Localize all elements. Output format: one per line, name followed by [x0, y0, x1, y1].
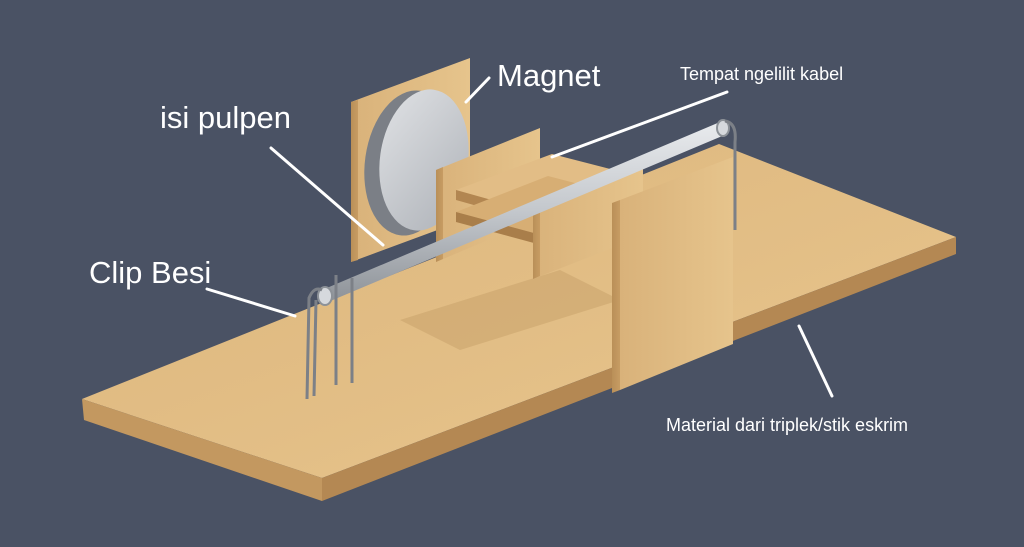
iron-clip-leader — [205, 287, 297, 318]
pen-refill-label: isi pulpen — [160, 100, 291, 135]
holder-front-plate — [533, 163, 643, 279]
material-label: Material dari triplek/stik eskrim — [666, 415, 909, 435]
magnet-leader — [464, 76, 491, 104]
label-leader-lines — [205, 76, 834, 398]
wire-holder-leader — [550, 90, 729, 159]
pen-refill-rod — [317, 119, 730, 306]
iron-clips — [305, 119, 737, 400]
pen-refill-leader — [269, 146, 385, 247]
front-support-plate — [612, 157, 733, 393]
wire-holder-label: Tempat ngelilit kabel — [680, 64, 844, 84]
material-leader — [797, 324, 834, 398]
magnet-label: Magnet — [497, 58, 601, 93]
iron-clip-label: Clip Besi — [89, 255, 212, 290]
